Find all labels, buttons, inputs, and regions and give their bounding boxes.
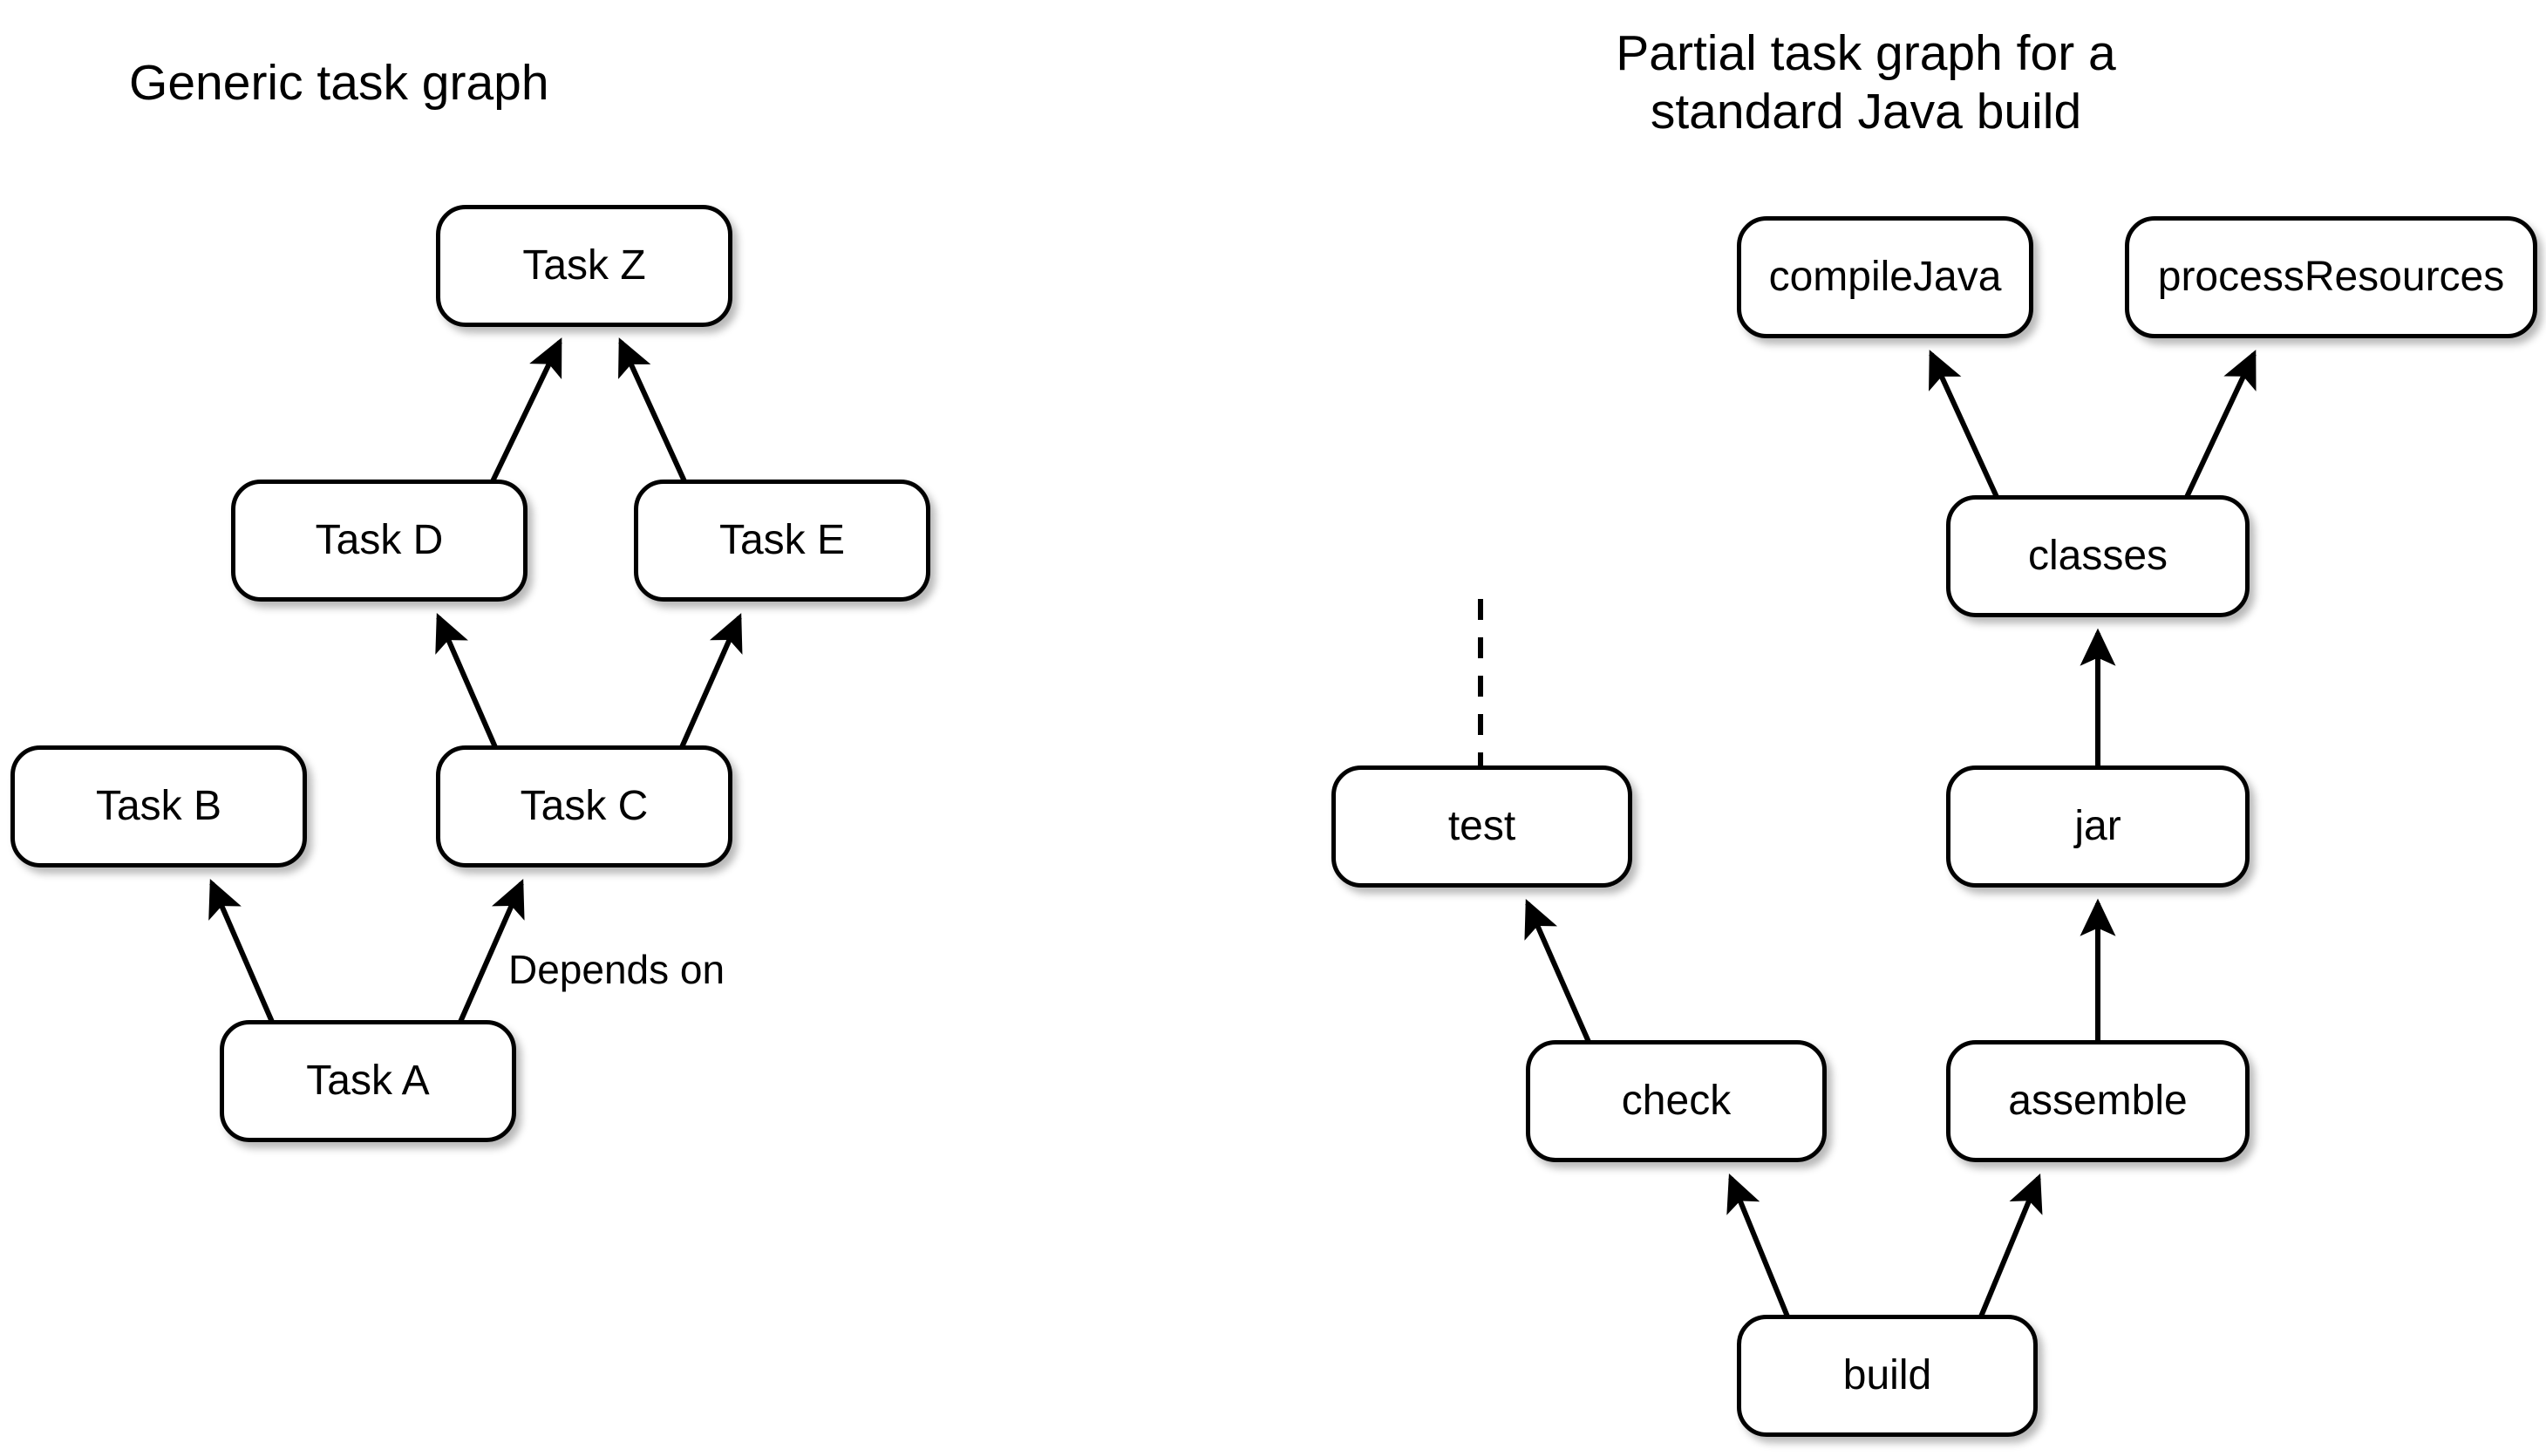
edge-build-to-check [1726,1174,1790,1318]
node-task-e[interactable]: Task E [634,480,930,602]
node-label-task-e: Task E [718,517,846,563]
node-jar[interactable]: jar [1946,765,2250,888]
node-label-classes: classes [2027,533,2168,579]
node-label-test: test [1447,803,1516,849]
java-title-line-1: Partial task graph for a [1616,25,2116,81]
edge-check-to-test [1524,899,1591,1044]
edge-task-e-to-task-z [618,337,687,483]
node-compile-java[interactable]: compileJava [1737,216,2033,338]
node-test[interactable]: test [1331,765,1632,888]
node-task-c[interactable]: Task C [436,745,732,867]
node-task-b[interactable]: Task B [10,745,307,867]
node-label-jar: jar [2074,803,2121,849]
node-label-task-d: Task D [315,517,444,563]
edge-task-d-to-task-z [490,337,562,483]
node-label-build: build [1842,1352,1932,1398]
node-label-task-a: Task A [306,1058,430,1104]
edge-task-c-to-task-e [679,613,743,749]
node-task-d[interactable]: Task D [231,480,528,602]
node-label-check: check [1621,1078,1732,1124]
node-assemble[interactable]: assemble [1946,1040,2250,1162]
node-label-task-c: Task C [520,783,649,829]
edge-task-a-to-task-c [458,879,525,1024]
edge-build-to-assemble [1978,1174,2043,1318]
generic-task-graph-title: Generic task graph [129,55,549,111]
node-label-assemble: assemble [2008,1078,2188,1124]
node-process-resources[interactable]: processResources [2125,216,2537,338]
node-check[interactable]: check [1526,1040,1827,1162]
edge-label-depends-on: Depends on [508,947,725,992]
java-title-line-2: standard Java build [1650,83,2082,139]
node-label-task-z: Task Z [522,242,646,289]
node-label-compile-java: compileJava [1768,254,2002,300]
node-build[interactable]: build [1737,1315,2038,1437]
edge-classes-to-process-resources [2184,350,2257,499]
edge-task-c-to-task-d [435,613,498,749]
edge-task-a-to-task-b [208,879,275,1024]
node-label-process-resources: processResources [2157,254,2505,300]
edge-classes-to-compile-java [1929,350,1999,499]
node-classes[interactable]: classes [1946,495,2250,617]
node-task-a[interactable]: Task A [220,1020,516,1142]
node-task-z[interactable]: Task Z [436,205,732,327]
node-label-task-b: Task B [95,783,222,829]
